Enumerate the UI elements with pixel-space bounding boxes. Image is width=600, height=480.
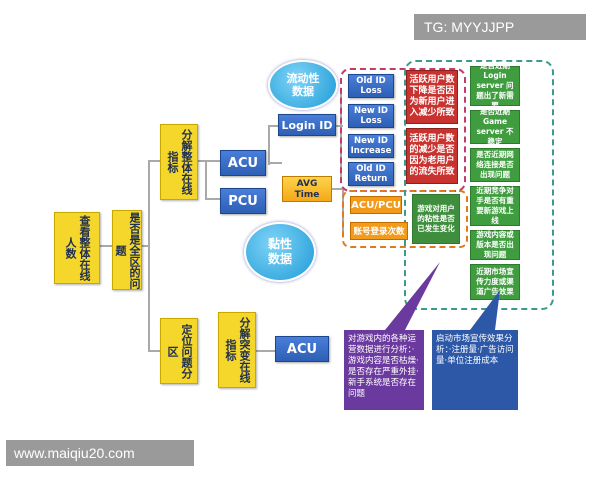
cause-text: 游戏内容或版本是否出现问题 [476, 230, 514, 259]
login-count-label: 账号登录次数 [353, 227, 405, 237]
top-watermark: TG: MYYJJPP [414, 14, 586, 40]
cause-text: 是否近期 Login server 问题出了新需要 [476, 61, 514, 110]
decompose-label: 分解整体在线指标 [166, 129, 193, 195]
decompose-sudden-node: 分解突变在线指标 [218, 312, 256, 388]
login-id-node: Login ID [278, 114, 336, 136]
red-box-text: 活跃用户数的减少是否因为老用户的流失所致 [409, 134, 455, 177]
connector [255, 350, 275, 352]
old-id-return-node: Old ID Return [348, 162, 394, 186]
is-all-server-node: 是否是全区的问题 [112, 210, 142, 290]
pcu-label: PCU [228, 193, 258, 209]
cause-text: 近期市场宣传力度或渠道广告效果 [476, 267, 514, 296]
connector [205, 160, 207, 200]
locate-node: 定位问题分区 [160, 318, 198, 384]
connector [148, 350, 160, 352]
purple-pointer [385, 262, 440, 330]
decompose-node: 分解整体在线指标 [160, 124, 198, 200]
new-id-increase-label: New ID Increase [350, 136, 392, 156]
acu-label: ACU [227, 155, 259, 171]
connector [148, 160, 150, 350]
cause-text: 近期竞争对手是否有重要新游戏上线 [476, 186, 514, 225]
connector [148, 160, 160, 162]
new-id-increase-node: New ID Increase [348, 134, 394, 158]
blue-pointer [470, 290, 500, 330]
acu-pcu-label: ACU/PCU [351, 199, 401, 211]
liquidity-bubble: 流动性数据 [268, 60, 338, 110]
login-count-node: 账号登录次数 [350, 222, 408, 240]
old-id-loss-node: Old ID Loss [348, 74, 394, 98]
check-online-label: 查看整体在线人数 [64, 215, 91, 281]
cause-box-1: 是否近期 Login server 问题出了新需要 [470, 61, 520, 110]
stickiness-question-text: 游戏对用户的粘性是否已发生变化 [417, 204, 455, 233]
new-id-loss-node: New ID Loss [348, 104, 394, 128]
acu2-label: ACU [286, 341, 318, 357]
blue-callout: 启动市场宣传效果分析：·注册量·广告访问量·单位注册成本 [432, 330, 518, 410]
purple-callout-text: 对游戏内的各种运营数据进行分析：·游戏内容是否枯燥·是否存在严重外挂·新手系统是… [348, 334, 419, 399]
connector [268, 125, 270, 165]
connector [198, 160, 220, 162]
stickiness-bubble: 黏性数据 [244, 222, 316, 282]
avg-time-node: AVG Time [282, 176, 332, 202]
connector [140, 245, 150, 247]
cause-box-2: 是否近期 Game server 不稳定 [470, 107, 520, 146]
old-id-return-label: Old ID Return [354, 164, 388, 184]
login-id-label: Login ID [281, 118, 333, 132]
pcu-node: PCU [220, 188, 266, 214]
avg-time-label: AVG Time [294, 179, 320, 200]
stickiness-question-box: 游戏对用户的粘性是否已发生变化 [412, 194, 460, 244]
red-box-old-users: 活跃用户数的减少是否因为老用户的流失所致 [406, 128, 458, 184]
acu-node: ACU [220, 150, 266, 176]
decompose-sudden-label: 分解突变在线指标 [224, 317, 251, 383]
red-box-new-users: 活跃用户数下降是否因为新用户进入减少所致 [406, 70, 458, 124]
cause-box-3: 是否近期网络连接是否出现问题 [470, 148, 520, 182]
old-id-loss-label: Old ID Loss [356, 76, 386, 96]
cause-text: 是否近期 Game server 不稳定 [476, 107, 514, 146]
new-id-loss-label: New ID Loss [354, 106, 388, 126]
connector [268, 162, 282, 164]
causes-dashed-group [404, 60, 554, 310]
purple-callout: 对游戏内的各种运营数据进行分析：·游戏内容是否枯燥·是否存在严重外挂·新手系统是… [344, 330, 424, 410]
connector [205, 198, 220, 200]
acu2-node: ACU [275, 336, 329, 362]
acu-pcu-node: ACU/PCU [350, 196, 402, 214]
connector [330, 188, 344, 190]
stickiness-label: 黏性数据 [267, 237, 292, 266]
red-box-text: 活跃用户数下降是否因为新用户进入减少所致 [409, 75, 455, 118]
connector [100, 245, 112, 247]
blue-callout-text: 启动市场宣传效果分析：·注册量·广告访问量·单位注册成本 [436, 334, 514, 366]
liquidity-label: 流动性数据 [286, 72, 320, 98]
cause-box-5: 游戏内容或版本是否出现问题 [470, 230, 520, 260]
bottom-watermark: www.maiqiu20.com [6, 440, 194, 466]
locate-label: 定位问题分区 [166, 323, 193, 379]
connector [335, 125, 343, 127]
cause-box-4: 近期竞争对手是否有重要新游戏上线 [470, 186, 520, 226]
check-online-node: 查看整体在线人数 [54, 212, 100, 284]
is-all-server-label: 是否是全区的问题 [114, 211, 141, 289]
connector [268, 125, 278, 127]
cause-text: 是否近期网络连接是否出现问题 [476, 150, 514, 179]
